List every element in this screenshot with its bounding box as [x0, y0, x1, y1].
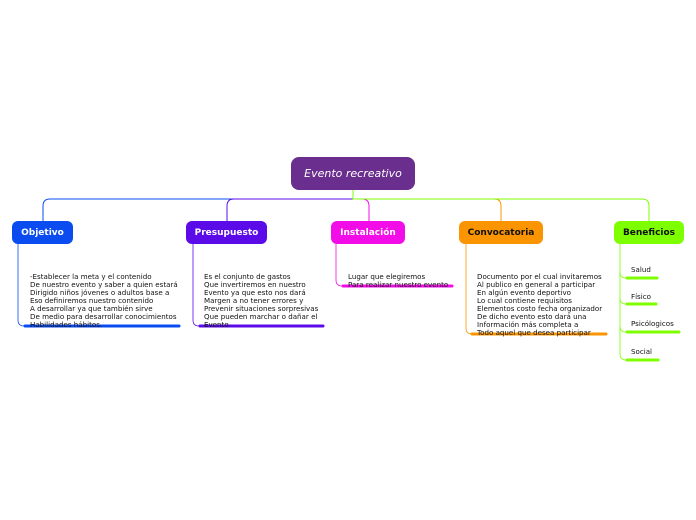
note-line: Lugar que elegiremos — [348, 272, 426, 281]
branch-presupuesto[interactable]: Presupuesto — [186, 221, 267, 244]
note-line: Eso definiremos nuestro contenido — [30, 296, 154, 305]
note-line: Margen a no tener errores y — [204, 296, 304, 305]
convocatoria-detail-line — [465, 244, 473, 335]
note-line: Prevenir situaciones sorpresivas — [204, 304, 319, 313]
branch-beneficios[interactable]: Beneficios — [614, 221, 684, 244]
note-line: De medio para desarrollar conocimientos — [30, 312, 177, 321]
connector-instalacion — [352, 190, 370, 221]
note-line: Dirigido niños jóvenes o adultos base a — [30, 288, 170, 297]
branch-objetivo[interactable]: Objetivo — [12, 221, 73, 244]
objetivo-detail-line — [17, 244, 25, 327]
beneficio-social[interactable]: Social — [631, 347, 653, 356]
note-line: Evento — [204, 320, 229, 329]
note-line: Para realizar nuestro evento — [348, 280, 449, 289]
beneficios-branch-3 — [619, 325, 627, 333]
connector-beneficios — [352, 190, 650, 221]
note-line: A desarrollar ya que también sirve — [30, 304, 153, 313]
note-line: Todo aquel que desea participar — [477, 328, 591, 337]
note-line: Que pueden marchar o dañar el — [204, 312, 318, 321]
branch-convocatoria[interactable]: Convocatoria — [459, 221, 543, 244]
presupuesto-detail-line — [192, 244, 200, 327]
note-line: Habilidades hábitos. — [30, 320, 103, 329]
note-line: Al publico en general a participar — [477, 280, 596, 289]
instalacion-detail-line — [335, 244, 343, 287]
note-line: Información más completa a — [477, 320, 579, 329]
note-line: -Establecer la meta y el contenido — [30, 272, 152, 281]
connector-objetivo — [42, 190, 354, 221]
note-line: Evento ya que esto nos dará — [204, 288, 306, 297]
beneficio-psicologicos[interactable]: Psicólogicos — [631, 319, 674, 328]
branch-instalacion[interactable]: Instalación — [331, 221, 405, 244]
root-node[interactable]: Evento recreativo — [291, 157, 415, 190]
connector-presupuesto — [226, 190, 354, 221]
beneficios-branch-2 — [619, 297, 627, 305]
connector-convocatoria — [352, 190, 502, 221]
note-line: De dicho evento esto dará una — [477, 312, 587, 321]
note-line: Lo cual contiene requisitos — [477, 296, 572, 305]
note-line: Es el conjunto de gastos — [204, 272, 291, 281]
note-line: De nuestro evento y saber a quien estará — [30, 280, 178, 289]
beneficio-fisico[interactable]: Físico — [631, 292, 651, 301]
beneficios-detail-line — [619, 244, 627, 361]
note-line: Que invertiremos en nuestro — [204, 280, 306, 289]
beneficios-branch-1 — [619, 271, 627, 279]
note-line: Documento por el cual invitaremos — [477, 272, 602, 281]
note-line: En algún evento deportivo — [477, 288, 572, 297]
beneficio-salud[interactable]: Salud — [631, 265, 651, 274]
note-line: Elementos costo fecha organizador — [477, 304, 603, 313]
